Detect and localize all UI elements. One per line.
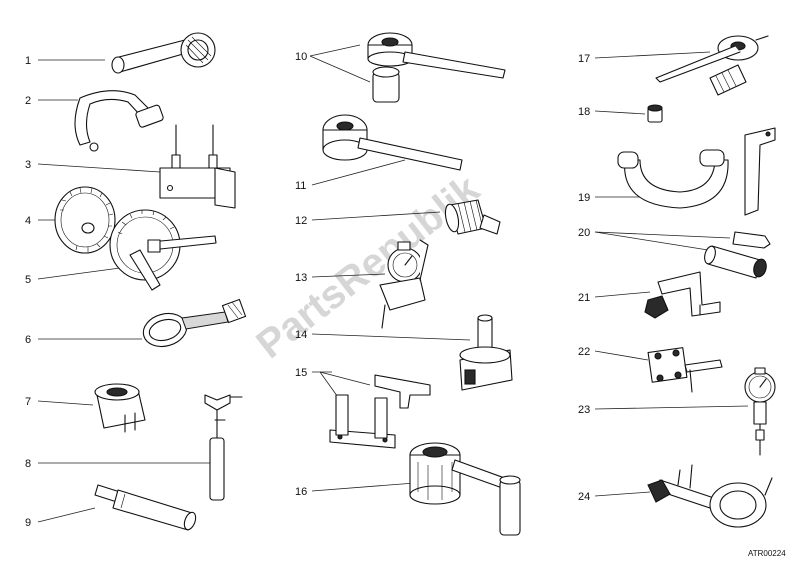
tool-22-cluster-tool[interactable] — [594, 347, 723, 393]
callout-4: 4 — [25, 215, 31, 227]
tool-6-strap-wrench[interactable] — [38, 298, 247, 351]
callout-13: 13 — [295, 272, 307, 284]
callout-10: 10 — [295, 51, 307, 63]
tool-17-extractor[interactable] — [594, 35, 769, 96]
callout-14: 14 — [295, 329, 307, 341]
tool-16-crank-tool[interactable] — [311, 442, 521, 536]
tool-23-dial-indicator[interactable] — [594, 367, 776, 456]
tool-11-flat-spanner[interactable] — [311, 114, 463, 186]
callout-19: 19 — [578, 192, 590, 204]
tool-18-small-nut[interactable] — [594, 104, 663, 123]
callout-16: 16 — [295, 486, 307, 498]
tool-15-locking-plates[interactable] — [312, 371, 431, 449]
tool-14-slotted-holder[interactable] — [311, 314, 513, 391]
callout-8: 8 — [25, 458, 31, 470]
tool-24-ring-tool[interactable] — [594, 464, 773, 528]
tool-20-pins[interactable] — [594, 231, 771, 279]
callout-7: 7 — [25, 396, 31, 408]
watermark: PartsRepublik — [248, 166, 488, 367]
callout-24: 24 — [578, 491, 590, 503]
tool-12-knurled-adapter[interactable] — [311, 199, 501, 235]
callout-18: 18 — [578, 106, 590, 118]
tool-2-hook-tool[interactable] — [38, 90, 164, 152]
callout-12: 12 — [295, 215, 307, 227]
tool-8-wire-probe[interactable] — [38, 394, 243, 501]
callout-9: 9 — [25, 517, 31, 529]
callout-11: 11 — [295, 180, 306, 192]
tool-19-u-clamp[interactable] — [595, 127, 776, 216]
callout-15: 15 — [295, 367, 307, 379]
callout-23: 23 — [578, 404, 590, 416]
callout-20: 20 — [578, 227, 590, 239]
callout-6: 6 — [25, 334, 31, 346]
drawing-code: ATR00224 — [748, 549, 786, 558]
callout-5: 5 — [25, 274, 31, 286]
tool-5-timing-disc[interactable] — [37, 209, 217, 291]
tool-3-bracket-plate[interactable] — [37, 124, 236, 209]
callout-3: 3 — [25, 159, 31, 171]
callout-22: 22 — [578, 346, 590, 358]
callout-21: 21 — [578, 292, 590, 304]
callout-17: 17 — [578, 53, 590, 65]
callout-1: 1 — [25, 55, 31, 67]
tool-4-degree-wheel[interactable] — [38, 186, 116, 254]
tool-7-pin-socket[interactable] — [37, 383, 146, 433]
tool-9-punch[interactable] — [37, 484, 198, 531]
tool-1-ratchet-wrench[interactable] — [38, 32, 216, 74]
watermark-text: PartsRepublik — [248, 166, 488, 367]
tool-13-dial-gauge[interactable] — [311, 239, 429, 329]
tool-21-bracket-knob[interactable] — [594, 271, 721, 319]
tool-10-spanner-and-sleeve[interactable] — [309, 32, 506, 103]
callout-2: 2 — [25, 95, 31, 107]
